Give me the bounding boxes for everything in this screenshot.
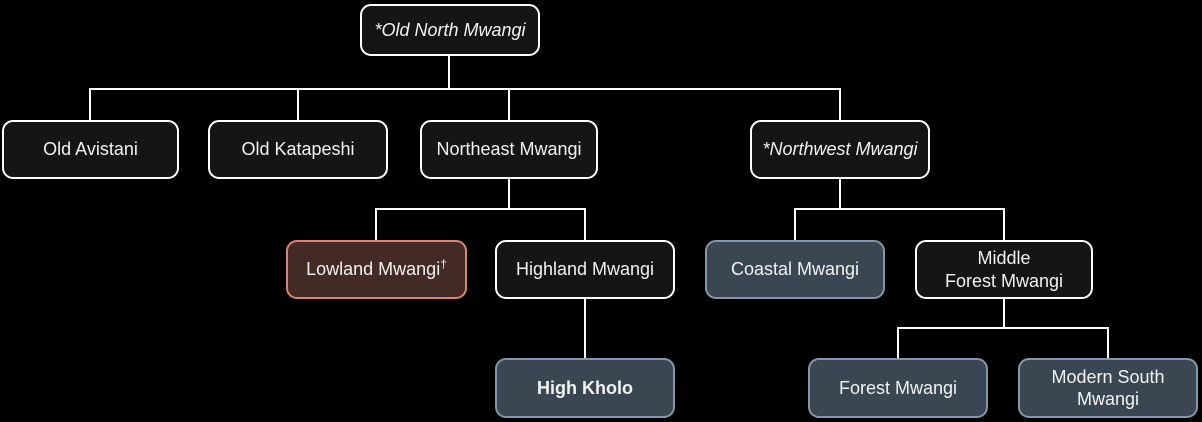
connector-root-children-rail: [89, 88, 841, 90]
extinct-dagger-mark: †: [440, 257, 447, 272]
connector-middle-forest-children-rail: [897, 327, 1109, 329]
node-northeast-mwangi: Northeast Mwangi: [420, 120, 598, 179]
node-old-katapeshi: Old Katapeshi: [208, 120, 388, 179]
connector-drop-modern-south-mwangi: [1107, 329, 1109, 358]
node-highland-mwangi: Highland Mwangi: [495, 240, 675, 299]
node-high-kholo: High Kholo: [495, 358, 675, 418]
node-label: Highland Mwangi: [515, 259, 655, 280]
connector-drop-lowland-mwangi: [375, 210, 377, 240]
node-label: Northeast Mwangi: [436, 139, 582, 160]
connector-drop-coastal-mwangi: [794, 210, 796, 240]
node-label: Middle Forest Mwangi: [944, 248, 1064, 291]
connector-drop-old-katapeshi: [297, 90, 299, 120]
node-label: Modern South Mwangi: [1051, 366, 1165, 410]
node-old-north-mwangi: *Old North Mwangi: [360, 4, 540, 56]
connector-drop-forest-mwangi: [897, 329, 899, 358]
connector-drop-highland-mwangi: [584, 210, 586, 240]
connector-root-stem: [448, 56, 450, 90]
node-label: Coastal Mwangi: [730, 259, 860, 280]
node-forest-mwangi: Forest Mwangi: [808, 358, 988, 418]
node-label: *Old North Mwangi: [374, 19, 526, 40]
connector-northeast-stem: [508, 179, 510, 209]
connector-highland-to-high-kholo: [584, 299, 586, 358]
connector-northeast-children-rail: [375, 208, 586, 210]
node-lowland-mwangi: Lowland Mwangi†: [286, 240, 467, 299]
connector-northwest-children-rail: [794, 208, 1005, 210]
connector-drop-old-avistani: [89, 90, 91, 120]
node-middle-forest-mwangi: Middle Forest Mwangi: [915, 240, 1093, 299]
connector-drop-northwest-mwangi: [839, 90, 841, 120]
node-label: Old Katapeshi: [241, 139, 355, 160]
node-label: High Kholo: [537, 377, 633, 398]
node-label: *Northwest Mwangi: [762, 139, 918, 160]
connector-northwest-stem: [839, 179, 841, 209]
node-label: Lowland Mwangi†: [306, 257, 447, 280]
connector-drop-northeast-mwangi: [508, 90, 510, 120]
node-northwest-mwangi: *Northwest Mwangi: [750, 120, 930, 179]
node-coastal-mwangi: Coastal Mwangi: [705, 240, 885, 299]
connector-drop-middle-forest-mwangi: [1003, 210, 1005, 240]
node-old-avistani: Old Avistani: [2, 120, 179, 179]
connector-middle-forest-stem: [1003, 299, 1005, 327]
node-label: Forest Mwangi: [838, 377, 958, 398]
node-label: Old Avistani: [43, 139, 138, 160]
node-modern-south-mwangi: Modern South Mwangi: [1018, 358, 1198, 418]
